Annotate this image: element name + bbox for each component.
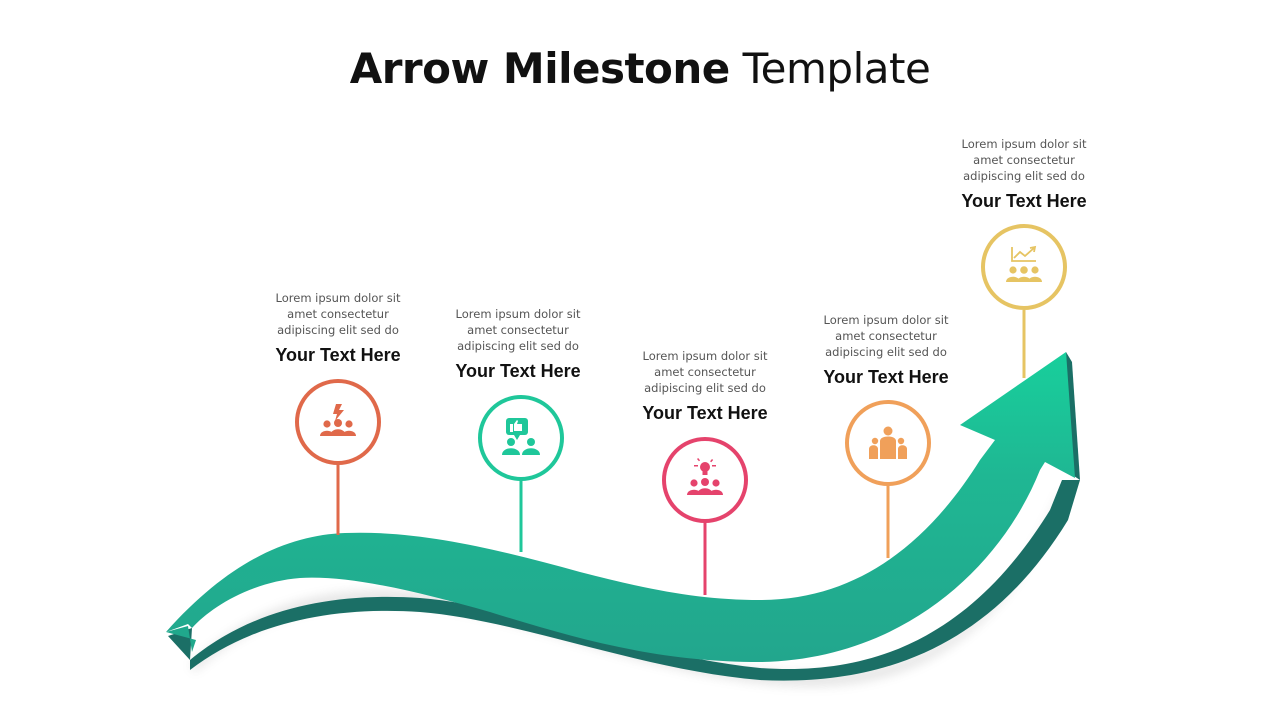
milestone-heading: Your Text Here (455, 361, 581, 381)
team-energy-icon (320, 404, 356, 436)
team-growth-chart-icon (1006, 245, 1042, 282)
milestone-1-text: Lorem ipsum dolor sit amet consectetur a… (248, 290, 428, 366)
team-feedback-thumbs-up-icon (502, 418, 540, 455)
milestone-heading: Your Text Here (275, 345, 401, 365)
milestone-description: Lorem ipsum dolor sit amet consectetur a… (961, 137, 1087, 183)
arrow-tail-notch (166, 626, 196, 652)
page-title: Arrow Milestone Template (0, 44, 1280, 93)
milestone-description: Lorem ipsum dolor sit amet consectetur a… (642, 349, 768, 395)
milestone-heading: Your Text Here (823, 367, 949, 387)
team-leader-icon (869, 426, 907, 459)
milestone-3-text: Lorem ipsum dolor sit amet consectetur a… (615, 348, 795, 424)
milestone-description: Lorem ipsum dolor sit amet consectetur a… (823, 313, 949, 359)
milestone-description: Lorem ipsum dolor sit amet consectetur a… (455, 307, 581, 353)
milestone-4-text: Lorem ipsum dolor sit amet consectetur a… (796, 312, 976, 388)
milestone-heading: Your Text Here (642, 403, 768, 423)
milestone-heading: Your Text Here (961, 191, 1087, 211)
milestone-2-text: Lorem ipsum dolor sit amet consectetur a… (428, 306, 608, 382)
team-idea-lightbulb-icon (687, 458, 723, 495)
milestone-2-circle (478, 395, 564, 481)
title-bold: Arrow Milestone (349, 44, 731, 93)
title-light: Template (742, 44, 931, 93)
milestone-5-text: Lorem ipsum dolor sit amet consectetur a… (934, 136, 1114, 212)
milestone-description: Lorem ipsum dolor sit amet consectetur a… (275, 291, 401, 337)
arrow-body (166, 352, 1075, 662)
